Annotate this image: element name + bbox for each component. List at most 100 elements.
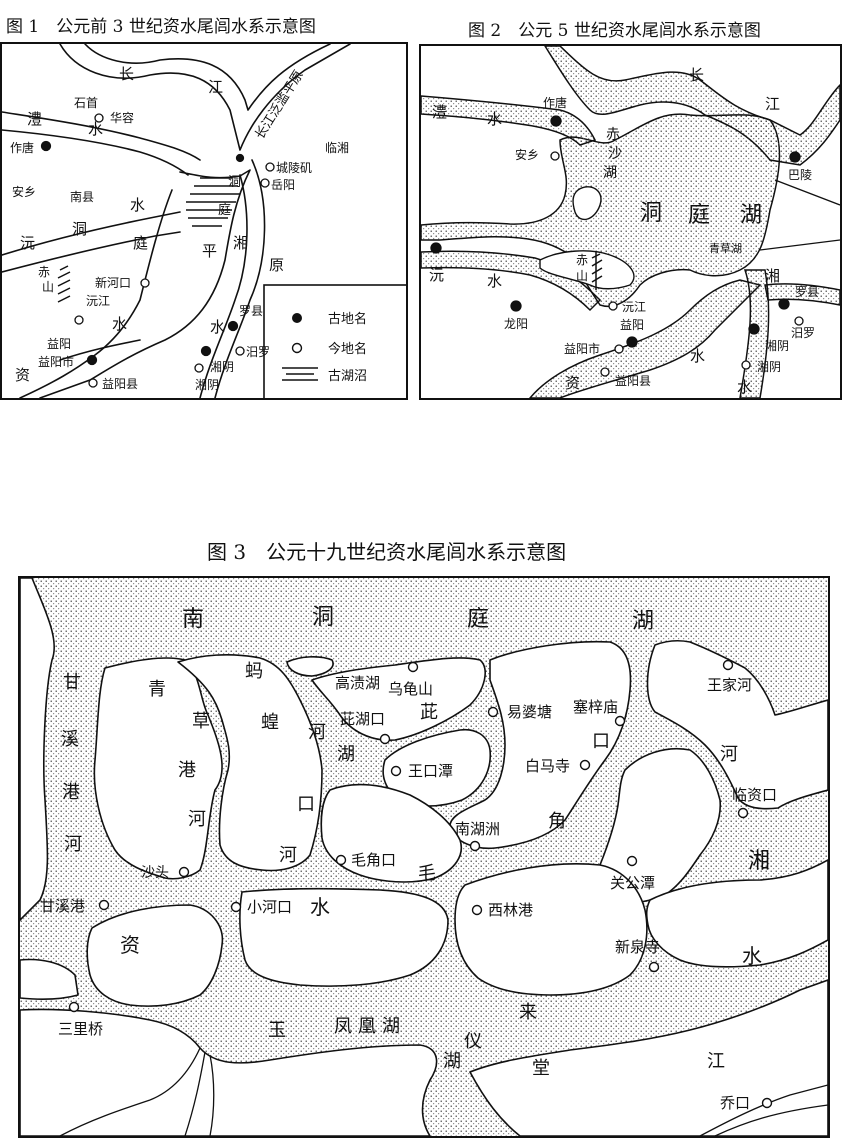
fig3-maojiaokou: 毛角口 [351,851,396,869]
fig1-shui-xiang: 水 [210,318,225,336]
fig3-he: 河 [64,834,82,855]
fig3-land [20,578,828,1136]
fig2-li-river [421,95,597,146]
fig3-hu2: 湖 [443,1051,461,1072]
fig2-yangtze [544,46,840,166]
fig1-yueyang: 岳阳 [271,178,295,192]
fig3-fenghuanghu: 凤凰湖 [334,1016,406,1037]
fig1-anxiang: 安乡 [12,184,36,199]
fig2-island [539,250,635,290]
fig1-miluo: 汨罗 [246,345,270,359]
fig3-he4: 河 [279,845,297,866]
fig3-sanliqiao: 三里桥 [58,1020,103,1038]
fig1-ping: 平 [202,242,217,260]
fig1-shishou: 石首 [74,96,98,110]
fig3-gang2: 港 [178,760,196,781]
fig3-cao: 草 [192,711,210,732]
fig3-wangjiahe: 王家河 [707,676,752,694]
fig3-guangongtan: 关公潭 [610,874,655,892]
figure-1-map: 古地名 今地名 古湖沼 长 江 石首 澧 水 华容 作唐 安乡 [2,44,406,398]
fig3-linzikou: 临资口 [732,786,777,804]
legend-modern-circle [291,342,303,354]
fig2-chi: 赤 [606,127,620,143]
fig2-shui-zi: 水 [690,347,705,365]
fig3-yi: 仪 [464,1031,482,1052]
fig3-shui2: 水 [742,944,762,968]
fig1-shui-yuan: 水 [112,315,127,333]
fig3-gaozhenhu: 高渍湖 [335,674,380,692]
fig3-nan: 南 [182,607,204,632]
fig1-linxiang: 临湘 [325,140,349,155]
fig1-yuan-plain: 原 [269,256,284,274]
fig2-xiangyin: 湘阴 [757,359,781,374]
fig3-xiaohekou: 小河口 [247,898,292,916]
fig2-chishan-mountain-icon [591,252,603,290]
fig2-sha: 沙 [608,146,622,162]
legend-marsh-label: 古湖沼 [328,369,367,384]
fig1-yuan: 沅 [20,234,35,252]
fig3-he2: 河 [188,809,206,830]
fig2-chang: 长 [689,66,704,84]
fig3-hu: 湖 [632,609,654,634]
fig2-shui-li: 水 [487,110,502,128]
fig3-ganxigang: 甘溪港 [40,897,85,915]
fig2-zi: 资 [565,374,580,392]
fig1-xinhekou: 新河口 [95,275,131,290]
fig3-dong: 洞 [312,605,334,630]
fig2-shui-yuan: 水 [487,272,502,290]
fig2-yiyangxian: 益阳县 [615,374,651,388]
fig2-yiyang: 益阳 [620,318,644,332]
fig3-yipotang: 易婆塘 [507,703,552,721]
fig2-labels: 长 江 澧 水 作唐 安乡 赤 沙 湖 巴陵 洞 庭 湖 青草湖 沅 水 赤 山… [429,66,819,396]
figure-3-map: 南 洞 庭 湖 甘 溪 港 河 青 草 港 河 蚂 蝗 河 湖 口 河 高渍湖 … [20,578,828,1136]
fig3-zi: 资 [120,933,140,957]
fig1-markers [40,113,275,388]
fig1-waterways [2,44,351,398]
fig3-channels [59,1047,828,1136]
fig2-qingcaohu: 青草湖 [709,242,742,255]
fig2-chishan-shan: 山 [576,269,588,283]
fig1-jiang: 江 [208,78,223,96]
fig2-baling: 巴陵 [788,168,812,182]
fig1-zuotang: 作唐 [10,140,34,155]
legend-modern-label: 今地名 [328,341,367,357]
fig3-labels: 南 洞 庭 湖 甘 溪 港 河 青 草 港 河 蚂 蝗 河 湖 口 河 高渍湖 … [40,605,777,1112]
fig3-saizimiao: 塞梓庙 [573,698,618,716]
fig2-luoxian: 罗县 [795,285,819,299]
fig1-yuanjiang: 沅江 [86,294,110,308]
legend-ancient-label: 古地名 [328,311,367,327]
fig3-cihukou: 茈湖口 [340,710,385,728]
fig3-mao: 毛 [418,863,436,884]
fig2-dongtinghu-t: 庭 [688,203,710,228]
fig2-yiyangshi: 益阳市 [564,341,600,356]
fig3-wuguishan: 乌龟山 [388,680,433,698]
fig2-shui-xiang: 水 [737,378,752,396]
fig1-zi: 资 [15,366,30,384]
fig3-gang: 港 [62,782,80,803]
fig3-baimasi: 白马寺 [525,757,570,775]
fig3-wangkoutan: 王口潭 [408,762,453,780]
fig3-gan: 甘 [63,672,81,693]
fig1-luoxian: 罗县 [239,304,263,318]
fig1-li: 澧 [27,110,42,128]
fig3-jiao: 角 [548,811,566,832]
fig3-hu3: 湖 [337,744,355,765]
fig1-xiang: 湘 [233,234,248,252]
fig1-yiyangxian: 益阳县 [102,377,138,391]
legend-ancient-dot [292,313,302,323]
fig2-zuotang: 作唐 [543,95,567,110]
fig1-xiangyin: 湘阴 [195,377,219,392]
fig2-dongtinghu-d: 洞 [640,201,662,226]
fig3-huang: 蝗 [261,712,279,733]
fig2-hu-small: 湖 [603,165,617,181]
fig2-zi-river [529,279,762,398]
fig3-qiaokou: 乔口 [720,1094,750,1112]
figure-2-map: 长 江 澧 水 作唐 安乡 赤 沙 湖 巴陵 洞 庭 湖 青草湖 沅 水 赤 山… [421,46,840,398]
fig1-shui-li: 水 [88,120,103,138]
fig3-ci: 茈 [420,702,438,723]
fig2-longyang: 龙阳 [504,317,528,331]
fig2-chishan-chi: 赤 [576,253,588,267]
fig1-chishan-chi: 赤 [38,265,50,279]
fig3-xinquansi: 新泉寺 [615,938,660,956]
